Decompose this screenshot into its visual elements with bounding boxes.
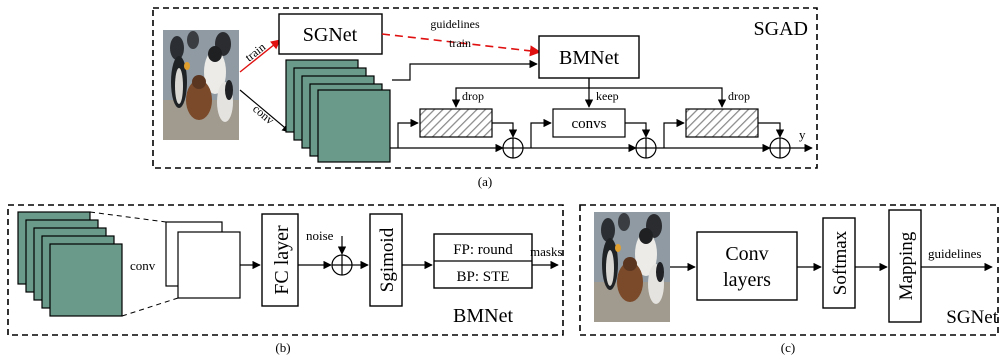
output-label: y xyxy=(799,127,806,142)
conv-layers-line2: layers xyxy=(723,269,771,291)
panel-a-border xyxy=(152,7,818,169)
pooled-map xyxy=(177,231,241,299)
panel-c-border xyxy=(579,204,999,336)
mapping-label: Mapping xyxy=(896,231,917,300)
dropped-block-icon xyxy=(419,108,493,138)
block1-input-arrow xyxy=(397,118,419,148)
panel-c-caption: (c) xyxy=(781,340,795,355)
block2-input-arrow xyxy=(530,118,552,148)
sigmoid-label: Sgimoid xyxy=(377,227,398,292)
conv-layers-box xyxy=(696,231,798,301)
guidelines-label-c: guidelines xyxy=(928,246,981,261)
conv-arrow xyxy=(239,89,291,133)
train-label: train xyxy=(449,36,471,50)
bmnet-label: BMNet xyxy=(559,47,619,69)
softmax-label: Softmax xyxy=(830,230,851,295)
bp-label: BP: STE xyxy=(457,269,510,285)
guidelines-arrow xyxy=(381,33,542,57)
panel-b: conv FC layer noise Sgimoid FP: round BP… xyxy=(7,204,564,355)
fc-layer-label: FC layer xyxy=(271,225,293,295)
features-to-bmnet-arrow xyxy=(392,59,538,81)
keep-label: keep xyxy=(596,89,619,103)
panel-a: SGAD train SGNet guidelines train conv B… xyxy=(152,7,818,189)
train-arrow-red xyxy=(239,39,281,73)
fp-label: FP: round xyxy=(453,242,513,258)
fc-layer-box xyxy=(261,213,299,307)
panel-a-caption: (a) xyxy=(478,174,492,189)
conv-label: conv xyxy=(250,102,277,128)
mapping-box xyxy=(888,209,922,323)
panel-c: Conv layers Softmax Mapping guidelines S… xyxy=(579,204,999,355)
guidelines-label: guidelines xyxy=(430,17,480,31)
block2-output-arrow xyxy=(625,122,651,138)
sigmoid-box xyxy=(369,213,403,307)
panel-b-caption: (b) xyxy=(275,340,290,355)
convs-label: convs xyxy=(572,116,607,132)
panel-b-name: BMNet xyxy=(453,305,513,327)
drop-label-2: drop xyxy=(728,89,750,103)
feature-map-stack xyxy=(17,211,123,317)
conv-label-b: conv xyxy=(130,258,156,273)
feature-map-stack xyxy=(285,59,391,163)
penguin-photo-icon xyxy=(163,30,239,140)
train-label-red: train xyxy=(242,40,268,65)
panel-c-name: SGNet xyxy=(946,307,998,328)
noise-label: noise xyxy=(306,228,334,243)
block3-input-arrow xyxy=(663,118,685,148)
sgnet-label: SGNet xyxy=(303,24,358,46)
panel-a-title: SGAD xyxy=(754,18,808,40)
masks-label: masks xyxy=(530,244,563,259)
dropped-block-icon xyxy=(685,108,759,138)
penguin-photo-icon xyxy=(594,212,670,322)
bmnet-box xyxy=(538,35,640,79)
mask-arrow-3 xyxy=(589,87,727,108)
drop-label-1: drop xyxy=(462,89,484,103)
softmax-box xyxy=(822,217,856,309)
block1-output-arrow xyxy=(492,122,518,138)
block3-output-arrow xyxy=(758,122,785,138)
panel-b-border xyxy=(7,204,564,336)
conv-layers-line1: Conv xyxy=(725,243,768,265)
